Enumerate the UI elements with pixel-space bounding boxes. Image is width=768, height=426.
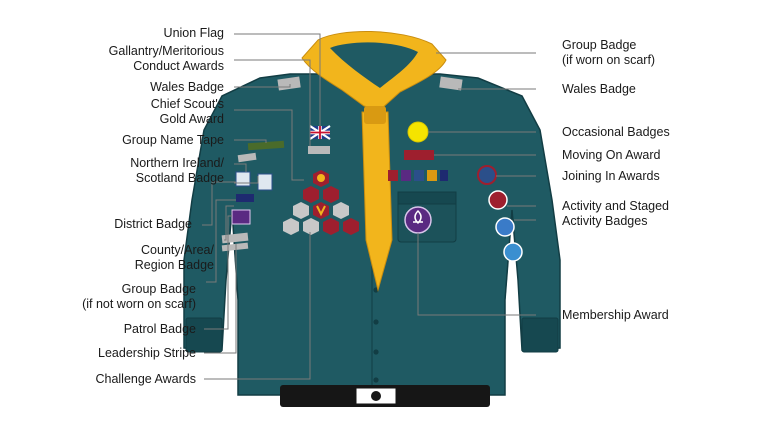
label-challenge-awards: Challenge Awards bbox=[95, 372, 196, 387]
label-patrol-badge: Patrol Badge bbox=[124, 322, 196, 337]
label-ni-scotland-badge: Northern Ireland/ Scotland Badge bbox=[130, 156, 224, 186]
label-wales-badge-right: Wales Badge bbox=[562, 82, 636, 97]
label-wales-badge-left: Wales Badge bbox=[150, 80, 224, 95]
label-group-badge-not-scarf: Group Badge (if not worn on scarf) bbox=[82, 282, 196, 312]
belt bbox=[280, 385, 490, 407]
label-union-flag: Union Flag bbox=[164, 26, 224, 41]
label-group-name-tape: Group Name Tape bbox=[122, 133, 224, 148]
label-leadership-stripe: Leadership Stripe bbox=[98, 346, 196, 361]
label-joining-in-awards: Joining In Awards bbox=[562, 169, 660, 184]
label-moving-on-award: Moving On Award bbox=[562, 148, 660, 163]
label-activity-staged-badges: Activity and Staged Activity Badges bbox=[562, 199, 669, 229]
label-county-area-region: County/Area/ Region Badge bbox=[135, 243, 214, 273]
label-membership-award: Membership Award bbox=[562, 308, 669, 323]
label-chief-scout-gold: Chief Scout's Gold Award bbox=[151, 97, 224, 127]
label-district-badge: District Badge bbox=[114, 217, 192, 232]
label-group-badge-scarf: Group Badge (if worn on scarf) bbox=[562, 38, 655, 68]
label-gallantry-awards: Gallantry/Meritorious Conduct Awards bbox=[109, 44, 224, 74]
label-occasional-badges: Occasional Badges bbox=[562, 125, 670, 140]
